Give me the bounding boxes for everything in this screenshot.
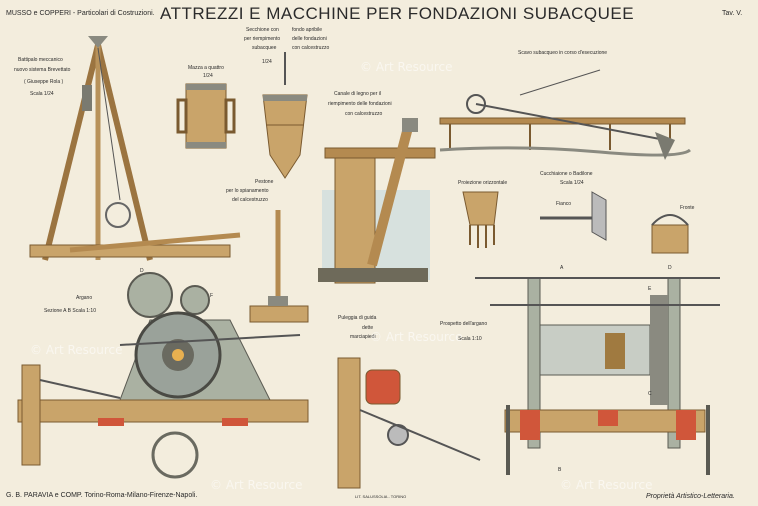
label-front-view: Fronte [680,205,695,211]
label-chute-3: con calcestruzzo [345,111,383,117]
watermark-2: © Art Resource [30,343,123,357]
bucket-illustration [262,52,308,179]
plate-title: ATTREZZI E MACCHINE PER FONDAZIONI SUBAC… [160,4,635,23]
dredge-scoop-illustration [462,191,689,254]
label-tamper-3: del calcestruzzo [232,197,268,203]
label-bucket-3: per riempimento [244,36,281,42]
underwater-excavation-illustration [439,69,692,160]
letter-e: E [648,286,652,292]
label-pile-driver-1: Battipalo meccanico [18,57,63,63]
authors-header: MUSSO e COPPERI - Particolari di Costruz… [6,10,155,17]
wooden-chute-illustration [318,118,436,284]
label-rammer-2: 1/24 [203,73,213,79]
pile-driver-illustration [29,36,241,261]
winch-section-illustration [17,272,309,479]
label-pile-driver-2: nuovo sistema Brevettato [14,67,71,73]
watermark-3: © Art Resource [370,330,463,344]
letter-a: A [560,265,564,271]
label-rammer-1: Mazza a quattro [188,65,224,71]
label-bucket-5: subacquee [252,45,277,51]
letter-c: C [648,391,652,397]
footer-rights: Proprietà Artistico-Letteraria. [646,493,735,500]
winch-front-elevation-illustration [475,277,720,475]
label-winch-elevation-2: Scala 1:10 [458,336,482,342]
watermark-1: © Art Resource [360,60,453,74]
label-scoop-2: Scala 1/24 [560,180,584,186]
label-pile-driver-4: Scala 1/24 [30,91,54,97]
watermark-5: © Art Resource [560,478,653,492]
label-tamper-1: Pestone [255,179,274,185]
footer-publisher: G. B. PARAVIA e COMP. Torino-Roma-Milano… [6,492,198,499]
four-handle-rammer-illustration [176,83,236,149]
label-scoop-1: Cucchiaione o Badilone [540,171,593,177]
label-winch-elevation-1: Prospetto dell'argano [440,321,488,327]
label-bucket-scale: 1/24 [262,59,272,65]
label-bucket-2: fondo apribile [292,27,323,33]
label-bucket-6: con calcestruzzo [292,45,330,51]
footer-printer: LIT. SALUSSOLIA - TORINO [355,494,407,499]
label-chute-1: Canale di legno per il [334,91,381,97]
watermark-4: © Art Resource [210,478,303,492]
label-pile-driver-3: ( Giuseppe Rola ) [24,79,64,85]
label-pulley-1: Puleggia di guida [338,315,377,321]
label-pulley-3: marciapiedi [350,334,376,340]
label-bucket-4: delle fondazioni [292,36,327,42]
tamper-illustration [249,210,309,323]
label-chute-2: riempimento delle fondazioni [328,101,392,107]
label-winch-1: Argano [76,295,93,301]
label-tamper-2: per lo spianamento [226,188,269,194]
letter-d-elevation: D [668,265,672,271]
label-bucket-1: Secchione con [246,27,279,33]
label-horizontal-projection: Proiezione orizzontale [458,180,508,186]
plate-number: Tav. V. [722,10,743,17]
letter-b: B [558,467,562,473]
label-side-view: Fianco [556,201,572,207]
label-excavation: Scavo subacqueo in corso d'esecuzione [518,50,608,56]
letter-f: F [210,293,214,299]
label-pulley-2: dette [362,325,374,331]
letter-d-section: D [140,268,144,274]
guide-pulley-illustration [337,357,481,489]
label-winch-2: Sezione A B Scala 1:10 [44,308,96,314]
